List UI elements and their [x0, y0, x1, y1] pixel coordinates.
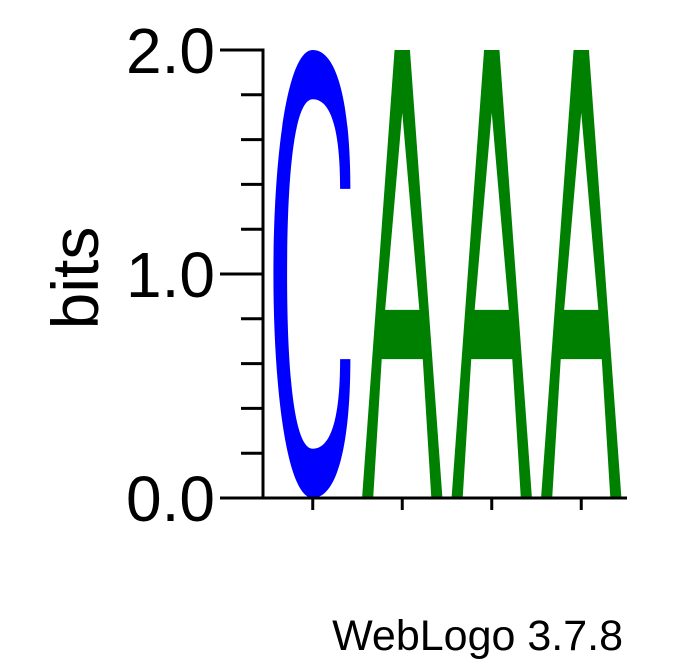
letter-glyph	[541, 50, 622, 498]
footer-version-text: WebLogo 3.7.8	[332, 612, 623, 660]
logo-letter-A-2	[362, 50, 443, 498]
letter-glyph	[362, 50, 443, 498]
logo-letters	[273, 50, 622, 498]
y-tick-label: 0.0	[126, 463, 215, 535]
logo-letter-A-4	[541, 50, 622, 498]
letter-glyph	[273, 50, 351, 498]
y-tick-label: 2.0	[126, 15, 215, 87]
axes: 0.0 1.0 2.0	[126, 15, 627, 535]
y-axis-label: bits	[38, 227, 112, 330]
letter-glyph	[451, 50, 532, 498]
y-tick-label: 1.0	[126, 239, 215, 311]
logo-letter-A-3	[451, 50, 532, 498]
logo-letter-C-1	[273, 50, 351, 498]
